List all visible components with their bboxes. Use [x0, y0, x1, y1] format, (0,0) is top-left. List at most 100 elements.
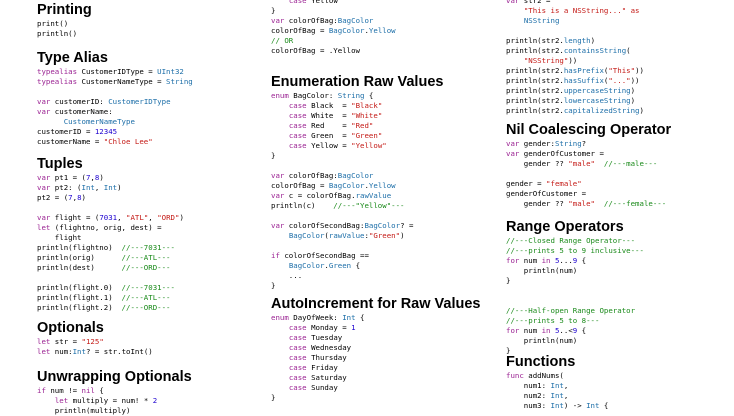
code-line: var colorOfBag:BagColor: [271, 16, 396, 26]
code-token: [595, 199, 604, 208]
code-token: if: [271, 251, 280, 260]
code-token: ) ->: [563, 401, 587, 410]
code-token: ,: [90, 173, 95, 182]
code-token: UInt32: [157, 67, 184, 76]
code-line: [506, 286, 644, 296]
section-title: Nil Coalescing Operator: [506, 122, 672, 138]
code-token: var: [271, 171, 285, 180]
code-token: println(num): [506, 336, 578, 345]
code-token: "ORD": [157, 213, 180, 222]
code-line: }: [271, 393, 441, 403]
code-token: gender:: [519, 139, 555, 148]
code-line: println(flight.0) //---7031---: [37, 283, 184, 293]
code-line: }: [271, 151, 443, 161]
code-token: //---ATL---: [121, 293, 171, 302]
code-token: //---7031---: [121, 243, 175, 252]
code-line: num2: Int,: [506, 391, 608, 401]
code-token: print(): [37, 19, 69, 28]
code-token: customerName:: [50, 107, 113, 116]
code-line: var gender:String?: [506, 139, 671, 149]
code-token: multiply = num! *: [68, 396, 153, 405]
code-token: in: [541, 326, 551, 335]
code-token: rawValue: [328, 231, 365, 240]
code-token: ...: [271, 271, 303, 280]
code-token: CustomerIDType: [108, 97, 171, 106]
code-token: "male": [568, 199, 595, 208]
code-line: num1: Int,: [506, 381, 608, 391]
section-range: Range Operators//---Closed Range Operato…: [506, 219, 644, 356]
code-token: ): [590, 36, 596, 45]
code-token: // OR: [271, 36, 294, 45]
section-title: Printing: [37, 2, 92, 18]
code-line: NSString: [506, 16, 644, 26]
code-token: var: [506, 0, 520, 5]
code-line: num3: Int) -> Int {: [506, 401, 609, 411]
code-token: println(str2.: [506, 66, 564, 75]
section-title: Tuples: [37, 156, 83, 172]
code-token: println(dest): [37, 263, 122, 272]
code-token: CustomerIDType =: [77, 67, 158, 76]
code-token: println(str2.: [506, 76, 564, 85]
code-line: CustomerNameType: [37, 117, 193, 127]
code-token: Int: [550, 381, 564, 390]
code-line: case White = "White": [271, 111, 443, 121]
code-token: "...": [608, 76, 631, 85]
code-token: println(str2.: [506, 46, 564, 55]
code-line: [271, 161, 443, 171]
code-token: }: [271, 393, 276, 402]
code-token: enum: [271, 91, 289, 100]
code-line: case Red = "Red": [271, 121, 443, 131]
code-line: var customerID: CustomerIDType: [37, 97, 193, 107]
code-token: num !=: [45, 386, 82, 395]
code-token: [506, 56, 524, 65]
code-token: flight = (: [50, 213, 100, 222]
code-token: Int: [81, 183, 95, 192]
code-line: println(flight.2) //---ORD---: [37, 303, 184, 313]
code-token: [271, 231, 289, 240]
code-token: println(multiply): [37, 406, 131, 415]
code-token: genderOfCustomer =: [506, 189, 587, 198]
code-line: [271, 241, 443, 251]
code-token: 1: [351, 323, 356, 332]
code-token: //---7031---: [121, 283, 175, 292]
code-line: println(str2.length): [506, 36, 644, 46]
code-token: Wednesday: [306, 343, 352, 352]
code-line: colorOfBag = BagColor.Yellow: [271, 26, 396, 36]
code-token: [271, 261, 289, 270]
code-line: println(str2.lowercaseString): [506, 96, 644, 106]
code-token: println(flightno): [37, 243, 122, 252]
section-title: Unwrapping Optionals: [37, 369, 192, 385]
code-token: gender =: [506, 179, 547, 188]
code-block: if num != nil { let multiply = num! * 2 …: [37, 386, 192, 416]
code-line: println(flightno) //---7031---: [37, 243, 184, 253]
code-token: .: [324, 261, 329, 270]
code-block: enum DayOfWeek: Int { case Monday = 1 ca…: [271, 313, 441, 403]
code-token: colorOfSecondBag ==: [279, 251, 369, 260]
code-token: (: [603, 66, 609, 75]
code-line: case Thursday: [271, 353, 441, 363]
code-line: case Friday: [271, 363, 441, 373]
code-line: //---prints 5 to 9 inclusive---: [506, 246, 644, 256]
code-line: [37, 273, 184, 283]
code-token: White =: [306, 111, 352, 120]
code-line: func addNums(: [506, 371, 608, 381]
code-token: customerID:: [50, 97, 109, 106]
code-token: }: [271, 6, 276, 15]
code-token: String: [166, 77, 193, 86]
code-token: .: [364, 181, 369, 190]
code-token: ): [630, 96, 636, 105]
code-token: }: [271, 281, 276, 290]
code-line: colorOfBag = .Yellow: [271, 46, 396, 56]
code-token: num1:: [506, 381, 551, 390]
code-token: println(str2.: [506, 36, 564, 45]
code-token: let: [54, 396, 69, 405]
code-token: [271, 373, 289, 382]
code-line: }: [506, 346, 644, 356]
code-line: var pt2: (Int, Int): [37, 183, 184, 193]
code-token: [271, 383, 289, 392]
code-token: ): [81, 193, 86, 202]
code-token: (: [603, 76, 609, 85]
code-token: [271, 141, 289, 150]
code-line: println(num): [506, 336, 644, 346]
